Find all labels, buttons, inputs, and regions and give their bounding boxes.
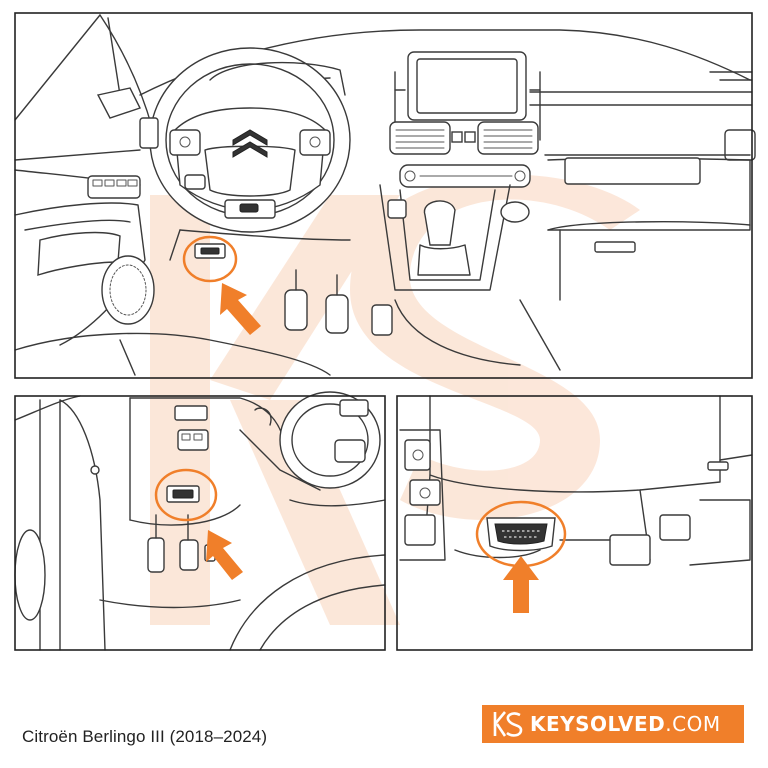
close-up-panel [399, 395, 753, 566]
obd-port-overview [194, 243, 226, 259]
arrow-icon [503, 556, 539, 613]
pedals [284, 289, 393, 336]
obd-callout-side [154, 468, 243, 580]
vehicle-caption: Citroën Berlingo III (2018–2024) [22, 727, 268, 746]
arrow-icon [220, 283, 261, 335]
gear-lever [417, 200, 471, 276]
obd-callout-closeup [475, 500, 567, 613]
obd-callout-overview [182, 235, 261, 335]
obd-port-closeup [486, 517, 556, 552]
brand-text: KEYSOLVED.COM [530, 712, 721, 736]
brand-label[interactable]: KEYSOLVED.COM [482, 705, 744, 743]
center-screen [407, 51, 527, 121]
center-vents [389, 121, 539, 155]
driver-side-panel-frame [14, 395, 386, 651]
steering-wheel [149, 47, 351, 233]
obd-port-side [166, 485, 200, 503]
close-up-panel-frame [396, 395, 753, 651]
door-speaker [101, 255, 155, 325]
keysolved-logo-icon [493, 711, 523, 737]
overview-panel-frame [14, 12, 753, 379]
overview-panel [14, 14, 756, 376]
brand-domain: .COM [665, 712, 721, 736]
arrow-icon [206, 530, 243, 580]
brand-banner [482, 705, 744, 743]
driver-side-panel [14, 391, 386, 651]
brand-name: KEYSOLVED [530, 712, 666, 736]
